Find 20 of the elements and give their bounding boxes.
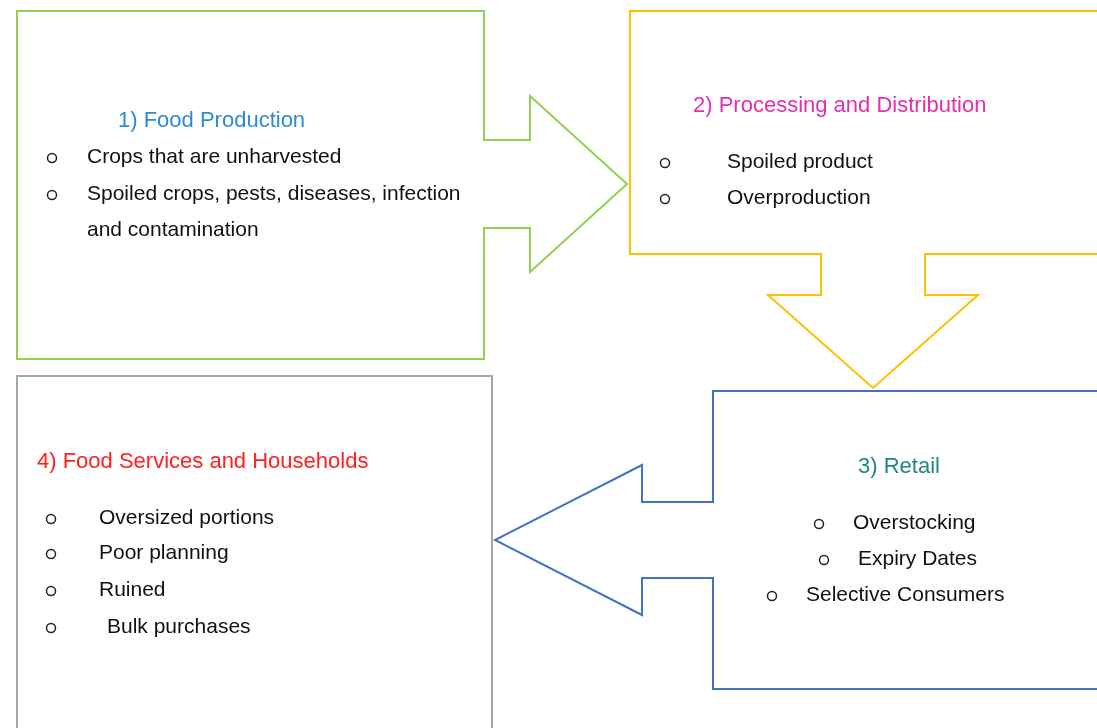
list-item: Selective Consumers <box>806 581 1006 607</box>
list-item: Oversized portions <box>99 504 276 530</box>
list-item: Crops that are unharvested <box>87 143 343 169</box>
stage-heading: 1) Food Production <box>118 106 306 134</box>
list-item: Overproduction <box>727 184 872 210</box>
block-arrow <box>765 252 981 390</box>
block-arrow <box>482 93 629 275</box>
stage-box <box>16 375 493 728</box>
list-item: Ruined <box>99 576 167 602</box>
stage-heading: 2) Processing and Distribution <box>693 91 987 119</box>
list-item: Bulk purchases <box>107 613 252 639</box>
stage-box <box>16 10 485 360</box>
block-arrow <box>492 463 715 617</box>
stage-heading: 3) Retail <box>858 452 940 480</box>
list-item: Overstocking <box>853 509 977 535</box>
list-item: Poor planning <box>99 539 230 565</box>
list-item: Expiry Dates <box>858 545 979 571</box>
list-item: Spoiled crops, pests, diseases, infection and contamination <box>87 180 462 242</box>
stage-heading: 4) Food Services and Households <box>37 447 369 475</box>
list-item: Spoiled product <box>727 148 874 174</box>
